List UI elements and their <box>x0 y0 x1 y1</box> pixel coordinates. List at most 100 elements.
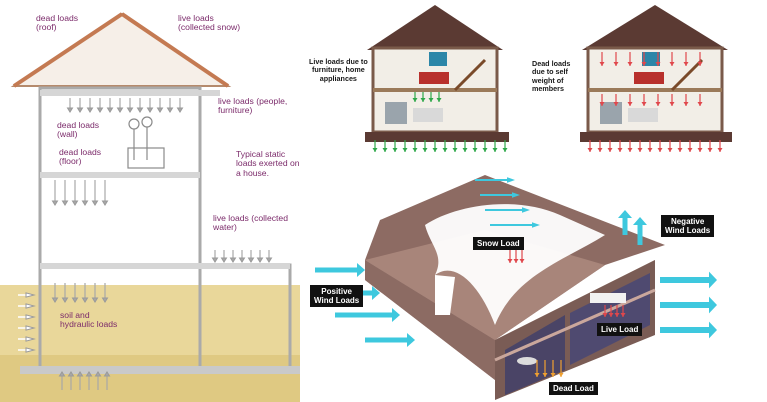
ceiling-load-arrow-head <box>126 107 134 113</box>
picture <box>429 52 447 66</box>
floor-load-arrow-head <box>81 200 89 206</box>
dead-load-arrow-head <box>657 148 663 152</box>
roof <box>367 5 503 50</box>
bed <box>419 72 449 84</box>
lower-dead-load-arrow-head <box>613 102 619 106</box>
caption-dead-loads: Dead loads due to self weight of members <box>532 59 571 93</box>
floor-load-arrow-head <box>101 200 109 206</box>
snow-cover <box>425 204 605 325</box>
live-load-arrow-head <box>452 148 458 152</box>
live-load-arrow-head <box>372 148 378 152</box>
caption-live-loads: Live loads due to furniture, home applia… <box>309 57 368 83</box>
snow-load-arrow-head <box>513 259 519 263</box>
soil-upward-arrow-head <box>67 371 75 377</box>
dead-load-arrow-head <box>627 148 633 152</box>
live-load-arrow-head <box>620 313 626 317</box>
live-load-arrow-head <box>482 148 488 152</box>
appliance <box>600 102 622 124</box>
roof-wind-arrow-head <box>522 207 530 213</box>
dead-load-arrow-head <box>667 148 673 152</box>
uplift-arrow-head <box>618 210 632 218</box>
upper-dead-load-arrow-head <box>627 62 633 66</box>
label-live-loads-people: live loads (people, furniture) <box>218 96 288 116</box>
ground-floor-load-arrow-head <box>51 297 59 303</box>
dead-load-arrow-head <box>647 148 653 152</box>
label-live-loads-snow: live loads (collected snow) <box>178 13 241 33</box>
foundation <box>365 132 509 142</box>
live-load-arrow-head <box>462 148 468 152</box>
floor <box>588 88 722 92</box>
dead-load-arrow-head <box>587 148 593 152</box>
foundation-slab <box>20 366 300 374</box>
negative-wind-arrow-head <box>709 271 717 289</box>
upper-dead-load-arrow-head <box>613 62 619 66</box>
ground-floor-load-arrow-head <box>101 297 109 303</box>
water-load-arrow-head <box>220 257 228 263</box>
people-furniture-figure <box>127 116 165 169</box>
stairs <box>670 58 704 92</box>
positive-wind-arrow-head <box>407 333 415 347</box>
live-load-arrow-head <box>608 313 614 317</box>
upper-dead-load-arrow-head <box>683 62 689 66</box>
front-wall <box>365 260 495 380</box>
soil-lateral-arrow-head <box>25 303 36 309</box>
roof-edge-left <box>12 12 124 88</box>
interior-floor <box>494 288 656 362</box>
floor <box>373 88 497 92</box>
middle-floor-slab <box>40 263 290 269</box>
soil-upward-arrow-head <box>94 371 102 377</box>
label-positive-wind-loads: Positive Wind Loads <box>310 285 364 308</box>
dead-load-arrow-head <box>637 148 643 152</box>
furniture-load-arrow-head <box>428 98 434 102</box>
dead-loads-house-panel: Dead loads due to self weight of members <box>530 0 767 160</box>
soil-upward-arrow-head <box>58 371 66 377</box>
dead-load-arrow-head <box>550 373 556 377</box>
ceiling-load-arrow-head <box>166 107 174 113</box>
roof <box>582 5 728 50</box>
furniture-load-arrow-head <box>420 98 426 102</box>
water-load-arrow-head <box>229 257 237 263</box>
lower-dead-load-arrow-head <box>669 102 675 106</box>
furniture-load-arrow-head <box>412 98 418 102</box>
room-right <box>570 273 650 365</box>
picture <box>642 52 660 66</box>
upper-floor-slab <box>40 172 200 178</box>
furniture-load-arrow-head <box>436 98 442 102</box>
roof-wind-arrow-head <box>532 222 540 228</box>
ceiling-slab <box>40 90 220 96</box>
lower-dead-load-arrow-head <box>641 102 647 106</box>
dead-load-arrow-head <box>687 148 693 152</box>
label-dead-loads-roof: dead loads (roof) <box>36 13 79 33</box>
roof-wind-arrow-head <box>512 192 520 198</box>
label-live-load: Live Load <box>597 323 643 337</box>
dead-load-arrow-head <box>707 148 713 152</box>
upper-dead-load-arrow-head <box>599 62 605 66</box>
sofa <box>628 108 658 122</box>
dead-load-arrow-head <box>542 373 548 377</box>
table <box>517 357 537 365</box>
lower-dead-load-arrow-head <box>627 102 633 106</box>
ceiling-load-arrow-head <box>86 107 94 113</box>
label-dead-load: Dead Load <box>549 382 598 396</box>
uplift-arrow-head <box>633 217 647 225</box>
dead-load-arrow-head <box>677 148 683 152</box>
live-load-arrow-head <box>602 313 608 317</box>
dead-load-arrow-head <box>597 148 603 152</box>
dead-load-arrow-head <box>697 148 703 152</box>
water-load-arrow-head <box>238 257 246 263</box>
ceiling-load-arrow-head <box>116 107 124 113</box>
house-section-drawing <box>0 12 300 402</box>
ceiling-load-arrow-head <box>136 107 144 113</box>
live-loads-house-panel: Live loads due to furniture, home applia… <box>305 0 530 160</box>
lower-dead-load-arrow-head <box>599 102 605 106</box>
upper-dead-load-arrow-head <box>697 62 703 66</box>
water-load-arrow-head <box>265 257 273 263</box>
live-load-arrow-head <box>402 148 408 152</box>
ceiling-load-arrow-head <box>156 107 164 113</box>
sofa <box>413 108 443 122</box>
live-load-arrows <box>372 92 508 152</box>
soil-upward-arrow-head <box>76 371 84 377</box>
live-load-arrow-head <box>472 148 478 152</box>
ground-floor-load-arrow-head <box>61 297 69 303</box>
live-load-arrow-head <box>432 148 438 152</box>
